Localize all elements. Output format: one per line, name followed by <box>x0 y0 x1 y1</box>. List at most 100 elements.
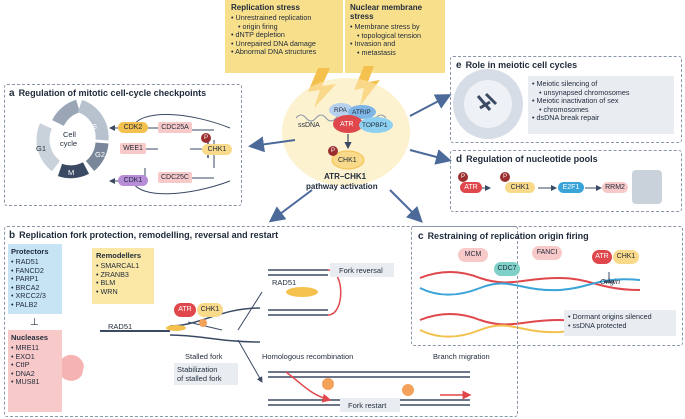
atr-label: ATR <box>340 121 354 128</box>
rrm2-node: RRM2 <box>602 182 628 193</box>
nucleases-title: Nucleases <box>11 333 49 342</box>
replication-stress-title: Replication stress <box>231 3 300 12</box>
list-item: topological tension <box>350 31 422 41</box>
chk1-node: CHK1 <box>202 144 232 155</box>
panel-c <box>411 226 683 346</box>
list-item: Membrane stress by <box>350 22 421 32</box>
topbp1-shape <box>359 117 393 133</box>
panel-a <box>4 84 242 206</box>
cdc25c-node: CDC25C <box>158 172 192 183</box>
panel-title-text: Role in meiotic cell cycles <box>465 60 578 70</box>
list-item: ZRANB3 <box>96 270 139 280</box>
atr-shape <box>333 115 363 133</box>
cdc7-node: CDC7 <box>494 262 520 276</box>
panel-title-text: Restraining of replication origin firing <box>427 231 589 241</box>
list-item: chromosomes <box>532 105 629 115</box>
stabilization-box <box>174 363 238 385</box>
rad51-label: RAD51 <box>108 322 133 331</box>
phase-s: S <box>92 122 98 131</box>
cycle-label-2: cycle <box>60 139 78 148</box>
nucleotide-pool-icon <box>632 170 662 204</box>
chk1-node: CHK1 <box>613 250 639 264</box>
list-item: CtIP <box>11 361 39 370</box>
origin-outcomes-list: Dormant origins silenced ssDNA protected <box>568 312 652 331</box>
panel-letter: b <box>9 230 16 241</box>
list-item: Dormant origins silenced <box>568 312 652 322</box>
list-item: DNA2 <box>11 369 39 379</box>
list-item: SMARCAL1 <box>96 261 140 271</box>
list-item: WRN <box>96 287 139 297</box>
stalled-fork-label: Stalled fork <box>185 352 223 361</box>
chk1-label: CHK1 <box>338 157 357 164</box>
phospho-icon: P <box>201 133 211 143</box>
list-item: metastasis <box>350 48 421 58</box>
chk1-node: CHK1 <box>197 303 223 317</box>
panel-letter: e <box>456 60 462 71</box>
list-item: FANCD2 <box>11 266 46 276</box>
nucleases-list: MRE11 EXO1 CtIP DNA2 MUS81 <box>11 343 40 387</box>
panel-d <box>450 150 682 212</box>
mcm-node: MCM <box>458 248 488 262</box>
list-item: dsDNA break repair <box>532 114 629 123</box>
topbp1-label: TOPBP1 <box>362 122 388 129</box>
chk1-shape <box>331 150 365 170</box>
list-item: BRCA2 <box>11 283 46 293</box>
fork-restart-box <box>340 398 400 412</box>
pathway-title-1: ATR–CHK1 <box>324 172 367 181</box>
meiotic-roles-list: Meiotic silencing of unsynapsed chromoso… <box>532 79 630 123</box>
list-item: Unrestrained replication <box>231 13 316 23</box>
cdc25a-node: CDC25A <box>158 122 192 133</box>
list-item: origin firing <box>231 22 316 32</box>
phase-m: M <box>68 168 75 177</box>
list-item: MUS81 <box>11 378 40 387</box>
chk1-node: CHK1 <box>505 182 535 193</box>
cycle-label-1: Cell <box>63 130 76 139</box>
panel-b <box>4 226 518 417</box>
e2f1-node: E2F1 <box>558 182 584 193</box>
inhibit-icon: ⊥ <box>30 317 39 328</box>
branch-migration-label: Branch migration <box>433 352 490 361</box>
list-item: EXO1 <box>11 352 39 362</box>
phase-g1: G1 <box>36 144 47 153</box>
list-item: dNTP depletion <box>231 31 316 40</box>
phospho-icon <box>328 146 338 156</box>
rpa-shape <box>329 103 353 117</box>
list-item: XRCC2/3 <box>11 292 46 301</box>
cdk2-node: CDK2 <box>118 122 148 133</box>
panel-letter: d <box>456 154 463 165</box>
nuclease-pacman <box>58 354 84 381</box>
list-item: Meiotic silencing of <box>532 79 629 89</box>
list-item: ssDNA protected <box>568 321 652 331</box>
phospho-icon: P <box>458 172 468 182</box>
phase-g2: G2 <box>95 150 106 159</box>
nuclear-stress-title: Nuclear membrane <box>350 3 423 12</box>
atr-node: ATR <box>460 182 482 193</box>
rpa-label: RPA <box>334 107 347 114</box>
atrip-shape <box>348 105 376 119</box>
list-item: Meiotic inactivation of sex <box>532 97 629 106</box>
panel-letter: c <box>418 231 424 242</box>
protectors-list: RAD51 FANCD2 PARP1 BRCA2 XRCC2/3 PALB2 <box>11 257 46 310</box>
list-item: MRE11 <box>11 343 39 353</box>
panel-title-text: Replication fork protection, remodelling… <box>19 230 279 240</box>
list-item: Invasion and <box>350 40 421 49</box>
fanci-node: FANCI <box>532 246 562 260</box>
atrip-label: ATRIP <box>352 109 371 116</box>
nuclear-stress-list: Membrane stress by topological tension I… <box>350 22 422 58</box>
wee1-node: WEE1 <box>120 143 146 154</box>
homologous-label: Homologous recombination <box>262 352 354 361</box>
phospho-label: P <box>331 148 336 154</box>
replication-stress-list: Unrestrained replication origin firing d… <box>231 13 316 57</box>
origin-label: Origin <box>600 277 621 286</box>
atr-node: ATR <box>592 250 612 264</box>
fork-reversal-label: Fork reversal <box>339 266 383 275</box>
atr-node: ATR <box>174 303 196 317</box>
protectors-title: Protectors <box>11 247 49 256</box>
panel-e <box>450 56 682 143</box>
stabilization-label-2: of stalled fork <box>177 374 222 383</box>
cdk1-node: CDK1 <box>118 175 148 186</box>
panel-title-text: Regulation of mitotic cell-cycle checkpo… <box>18 88 207 98</box>
